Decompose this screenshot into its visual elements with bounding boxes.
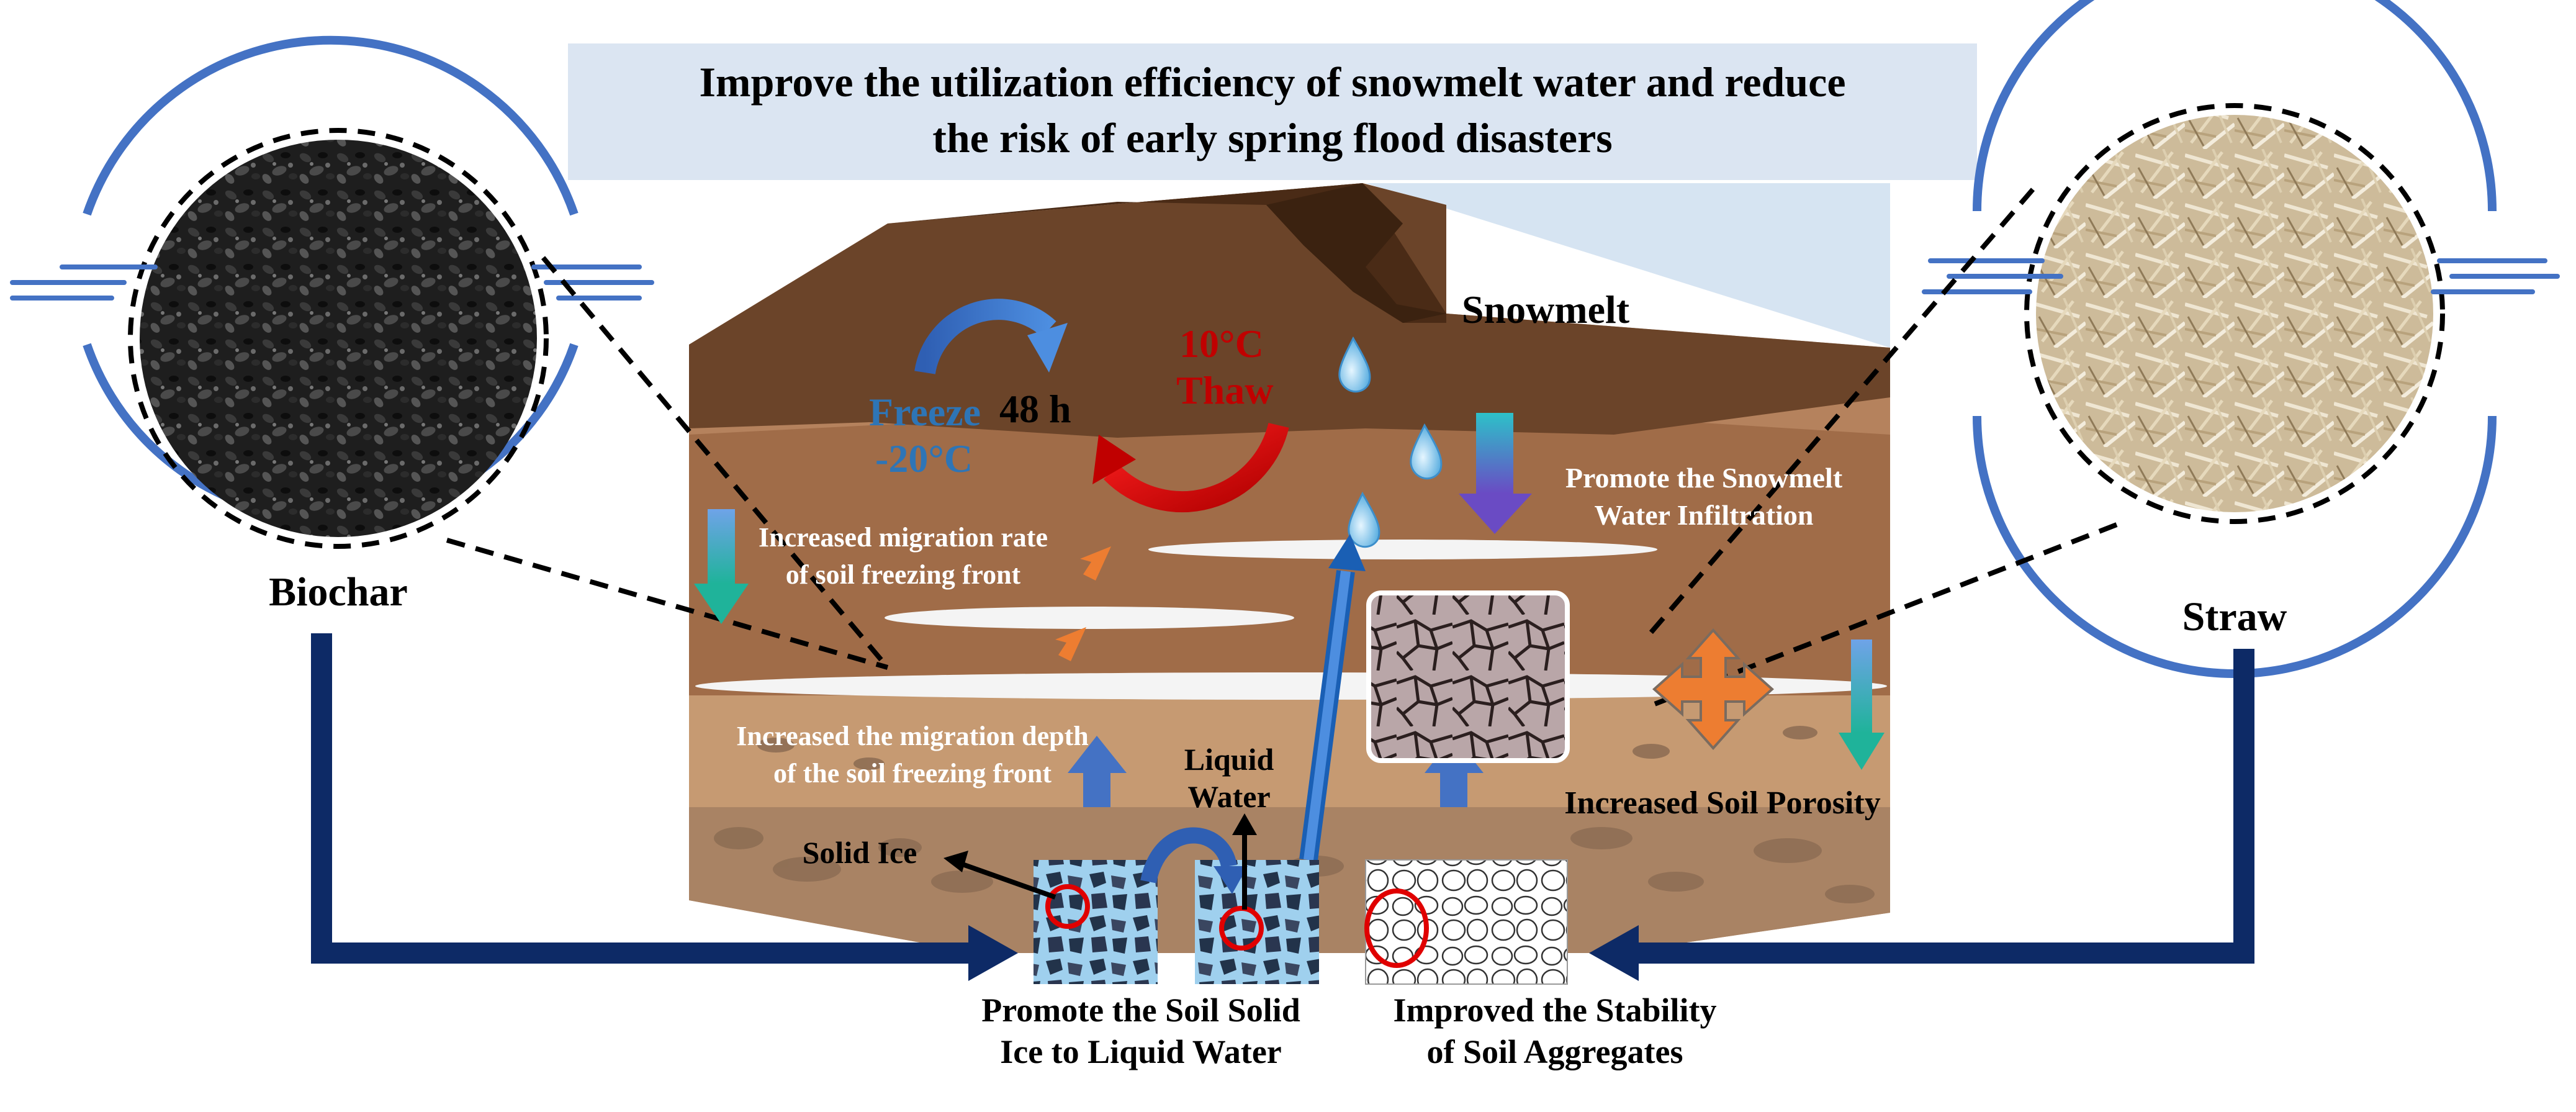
soil-profile	[689, 183, 1890, 953]
arrow-head-left	[968, 925, 1018, 981]
title-line-1: Improve the utilization efficiency of sn…	[699, 58, 1845, 106]
biochar-panel: Biochar	[10, 35, 890, 670]
solid-ice-text: Solid Ice	[803, 835, 917, 870]
infiltration-arrow	[1459, 413, 1532, 534]
phase-text-2: Ice to Liquid Water	[1000, 1033, 1282, 1070]
freeze-temp: -20°C	[875, 436, 973, 481]
liquid-water-marker	[1219, 906, 1264, 951]
title-line-2: the risk of early spring flood disasters	[932, 114, 1613, 161]
porosity-text: Increased Soil Porosity	[1564, 785, 1880, 821]
orange-chevron-icons	[1055, 546, 1111, 661]
right-down-arrow	[1839, 640, 1885, 770]
biochar-image	[140, 140, 537, 537]
thaw-word: Thaw	[1176, 368, 1274, 412]
liquid-text-1: Liquid	[1184, 742, 1274, 777]
phase-text-1: Promote the Soil Solid	[981, 992, 1300, 1029]
thaw-temp: 10°C	[1179, 322, 1264, 366]
solid-ice-pointer	[943, 851, 1056, 900]
freeze-thaw-cycle: Freeze -20°C 48 h 10°C Thaw	[869, 299, 1289, 513]
aggregate-marker	[1364, 888, 1429, 968]
cycle-duration: 48 h	[999, 387, 1071, 431]
snowmelt-label: Snowmelt	[1462, 287, 1630, 332]
stability-text-1: Improved the Stability	[1393, 992, 1716, 1029]
rate-text-1: Increased migration rate	[759, 522, 1048, 553]
stability-text-2: of Soil Aggregates	[1427, 1033, 1683, 1070]
depth-text-1: Increased the migration depth	[736, 721, 1089, 751]
freeze-word: Freeze	[869, 390, 981, 434]
solid-ice-marker	[1045, 884, 1090, 929]
connector-left	[311, 633, 968, 964]
freezing-front-arrow	[694, 509, 749, 624]
water-drop-icons	[1338, 336, 1443, 548]
infiltration-text-1: Promote the Snowmelt	[1565, 462, 1843, 494]
biochar-label: Biochar	[269, 569, 408, 615]
rate-text-2: of soil freezing front	[786, 559, 1021, 590]
aggregate-tile	[1365, 859, 1568, 985]
phase-hop-arrow	[1140, 827, 1237, 884]
arrow-head-right	[1589, 925, 1639, 981]
liquid-water-pointer	[1232, 813, 1257, 910]
rise-arrow	[1299, 534, 1366, 861]
depth-text-2: of the soil freezing front	[773, 758, 1052, 789]
expand-arrows-icon	[1652, 628, 1775, 751]
liquid-text-2: Water	[1187, 779, 1270, 814]
straw-label: Straw	[2182, 594, 2287, 640]
infiltration-text-2: Water Infiltration	[1594, 499, 1813, 531]
straw-image	[2036, 115, 2433, 512]
up-arrow-left	[1068, 736, 1127, 807]
straw-panel: Straw	[1642, 0, 2560, 710]
title-banner	[568, 43, 1977, 180]
liquid-water-tile	[1195, 860, 1319, 984]
connector-right	[1639, 649, 2254, 964]
frost-lenses	[695, 540, 1887, 700]
aggregate-crack-image	[1366, 590, 1570, 763]
